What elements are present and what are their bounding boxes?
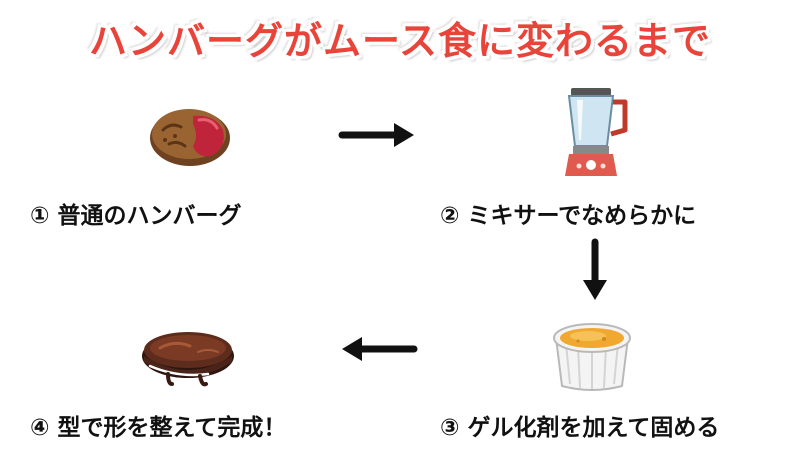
arrow-right-icon [338,123,414,147]
step-4-label: ④ 型で形を整えて完成！ [30,415,287,441]
step-1-label: ① 普通のハンバーグ [30,203,242,229]
shaped-mousse-hamburger-icon [142,332,234,387]
step-2-label: ② ミキサーでなめらかに [440,203,697,229]
hamburger-steak-icon [150,109,230,166]
arrow-down-icon [583,238,607,300]
step-3-label: ③ ゲル化剤を加えて固める [440,415,720,441]
blender-icon [565,88,628,176]
arrow-left-icon [342,337,418,361]
ramekin-gel-icon [553,323,631,391]
page-title: ハンバーグがムース食に変わるまで [88,19,712,63]
